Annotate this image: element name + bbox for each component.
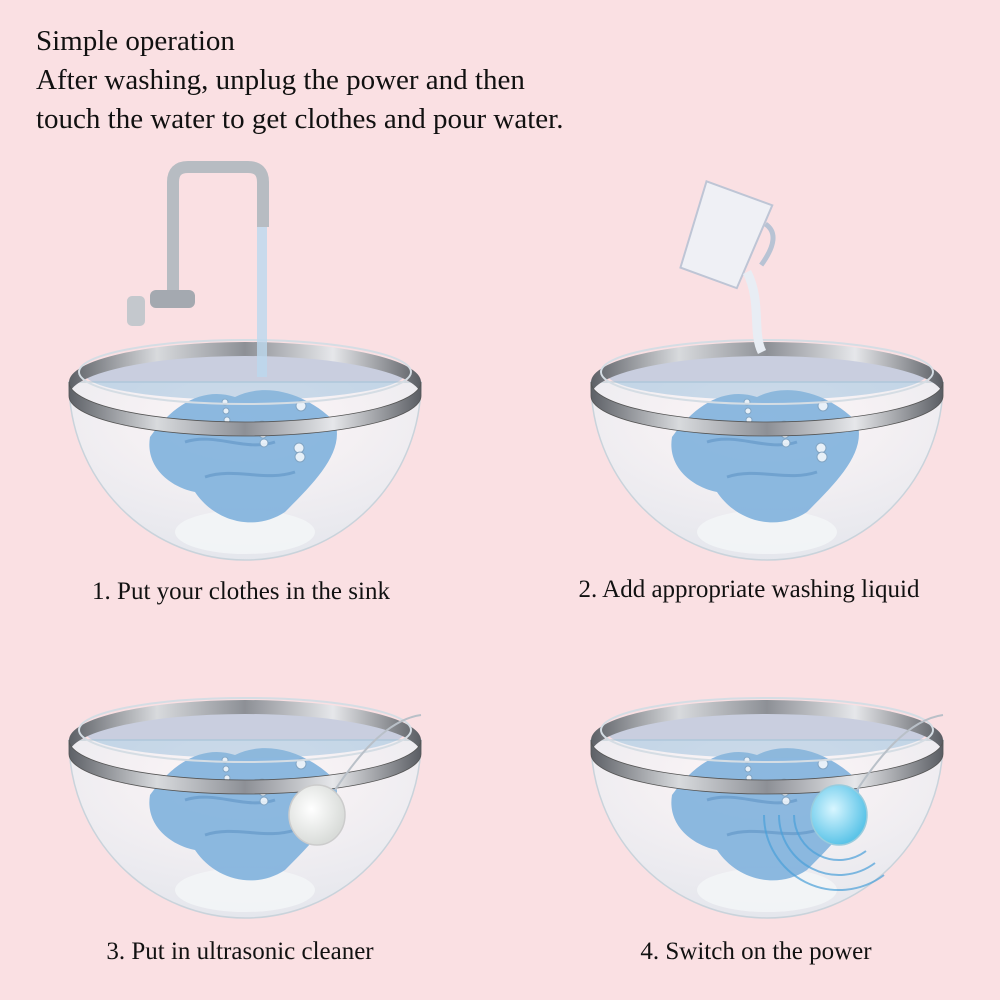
ultrasonic-cleaner-icon [288,784,346,846]
bubble [259,796,269,806]
bubble [294,451,306,463]
intro-text: Simple operation After washing, unplug t… [36,22,563,139]
intro-line-2: touch the water to get clothes and pour … [36,103,564,135]
bowl-base [697,868,837,912]
bowl-rim [69,700,421,754]
step-3-bowl [68,697,422,919]
step-1-bowl [68,161,422,561]
bowl-rim [69,342,421,396]
intro-title: Simple operation [36,25,235,57]
bubble [744,765,752,773]
bubble [781,796,791,806]
bubble [815,442,827,454]
bubble [781,438,791,448]
bowl-base [175,868,315,912]
step-4-caption: 4. Switch on the power [640,938,872,965]
bowl-base [175,510,315,554]
bubble [295,400,307,412]
bubble [295,758,307,770]
step-2-bowl [590,180,944,561]
bubble [817,400,829,412]
step-4-bowl [590,697,944,919]
step-2-caption: 2. Add appropriate washing liquid [578,576,920,603]
bubble [744,407,752,415]
bubble [222,407,230,415]
bubble [222,765,230,773]
bubble [816,451,828,463]
bubble [817,758,829,770]
bubble [259,438,269,448]
intro-line-1: After washing, unplug the power and then [36,64,525,96]
water-surface [85,348,405,400]
step-3-caption: 3. Put in ultrasonic cleaner [106,938,374,965]
water-surface [85,706,405,758]
bubble [293,442,305,454]
bowl-base [697,510,837,554]
ultrasonic-waves-icon [763,784,885,891]
water-surface [607,706,927,758]
measuring-cup-icon [679,180,776,290]
step-1-caption: 1. Put your clothes in the sink [92,578,390,605]
faucet-icon [127,161,269,377]
bowl-rim [591,342,943,396]
water-surface [607,348,927,400]
bowl-rim [591,700,943,754]
